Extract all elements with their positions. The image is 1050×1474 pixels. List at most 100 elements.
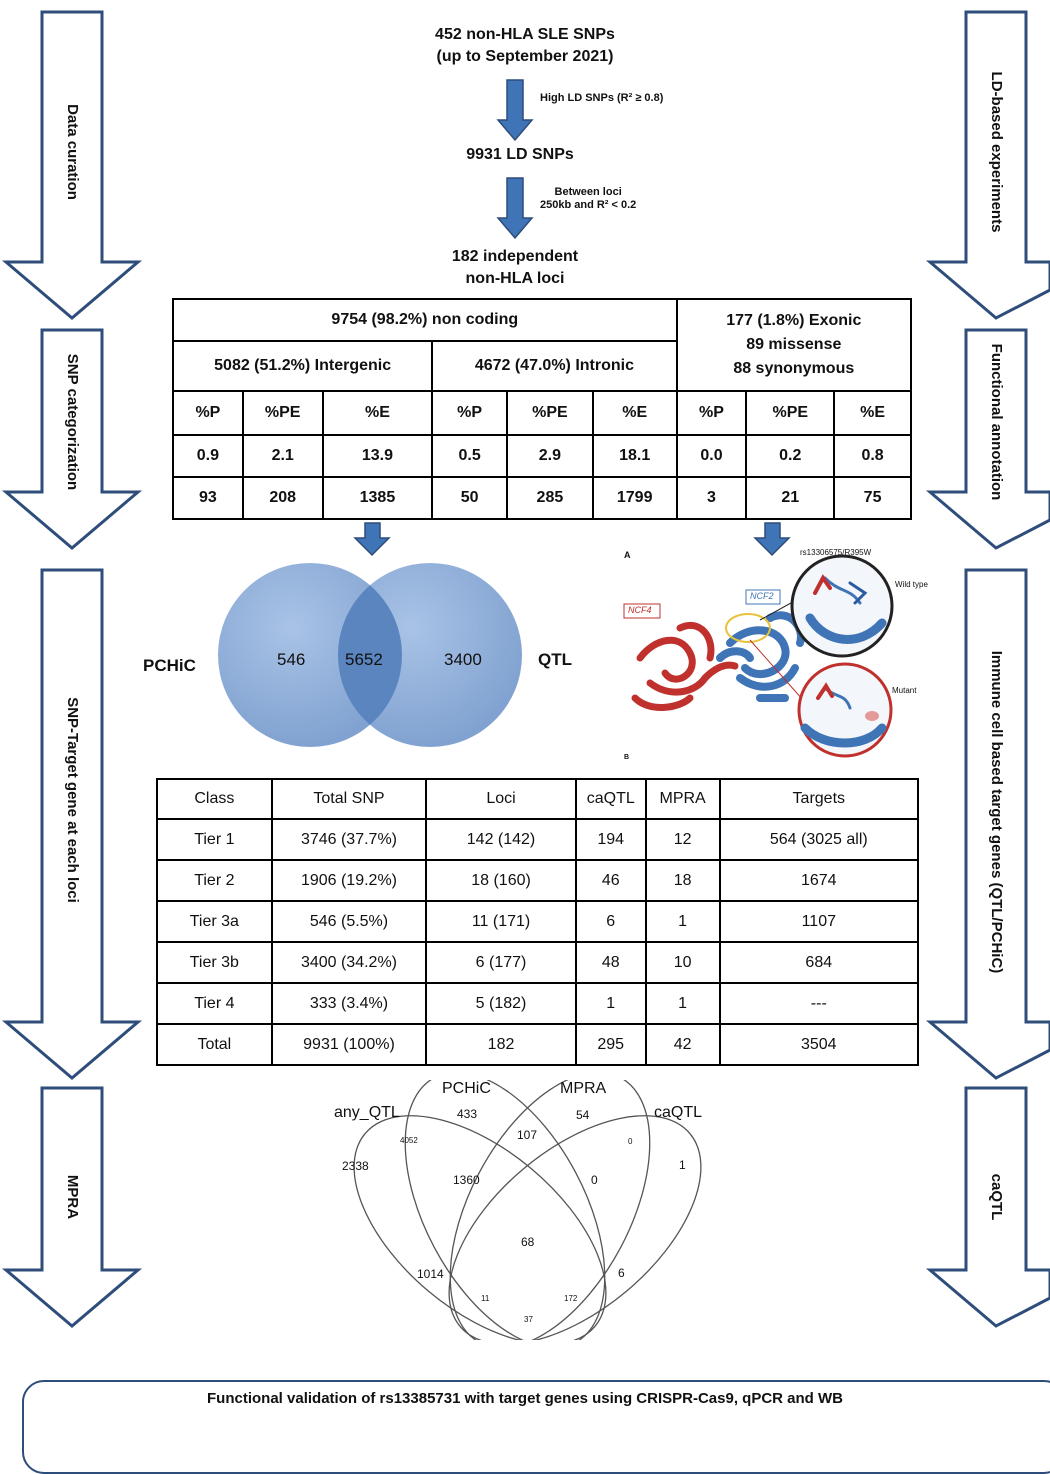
venn2-pchic-ellipse	[404, 1080, 606, 1340]
tier-cell: 3400 (34.2%)	[270, 941, 428, 984]
tier-cell: 1906 (19.2%)	[270, 859, 428, 902]
venn2-value: 68	[521, 1235, 535, 1249]
table1-col-header: %PE	[506, 390, 594, 436]
tier-cell: Tier 1	[156, 818, 273, 861]
venn2-value: 1014	[417, 1267, 444, 1281]
pchic-qtl-venn	[218, 563, 522, 747]
tier-cell: 46	[574, 859, 647, 902]
venn2-value: 433	[457, 1107, 478, 1121]
noncoding-header: 9754 (98.2%) non coding	[172, 298, 678, 342]
panel-a-label: A	[624, 550, 631, 560]
tier-col-header: Class	[156, 778, 273, 820]
table-row: Tier 1 3746 (37.7%) 142 (142) 194 12 564…	[156, 818, 920, 861]
snp-category-table: 9754 (98.2%) non coding 177 (1.8%) Exoni…	[171, 298, 913, 520]
table1-cell: 2.1	[241, 434, 324, 478]
table1-cell: 0.5	[431, 434, 509, 478]
tier-cell: 11 (171)	[425, 900, 577, 943]
flow-arrow-1	[496, 79, 534, 142]
tier-cell: 48	[574, 941, 647, 984]
intronic-header: 4672 (47.0%) Intronic	[431, 340, 678, 392]
tier-col-header: Targets	[718, 778, 920, 820]
tier-table-header: Class Total SNP Loci caQTL MPRA Targets	[156, 778, 920, 820]
table1-cell: 2.9	[506, 434, 594, 478]
tier-cell: 1	[574, 982, 647, 1025]
ncf2-label: NCF2	[750, 591, 774, 601]
right-arrow-4	[925, 1086, 1050, 1328]
table-row: Tier 4 333 (3.4%) 5 (182) 1 1 ---	[156, 982, 920, 1025]
tier-cell: ---	[718, 982, 920, 1025]
side-label-snp-target-gene: SNP-Target gene at each loci	[64, 697, 81, 903]
venn1-right-only: 3400	[444, 650, 482, 669]
wild-type-label: Wild type	[895, 580, 928, 589]
table1-cell: 93	[172, 476, 244, 520]
exonic-header: 177 (1.8%) Exonic 89 missense 88 synonym…	[675, 298, 913, 392]
arrow2-note-line2: 250kb and R² < 0.2	[540, 199, 637, 211]
mutant-label: Mutant	[892, 686, 917, 695]
table1-cell: 285	[506, 476, 594, 520]
venn2-value: 1360	[453, 1173, 480, 1187]
tier-cell: 546 (5.5%)	[270, 900, 428, 943]
side-label-immune-target-genes: Immune cell based target genes (QTL/PCHi…	[988, 650, 1005, 974]
table-row: Tier 3a 546 (5.5%) 11 (171) 6 1 1107	[156, 900, 920, 943]
venn2-value: 0	[591, 1173, 598, 1187]
venn2-value: 172	[564, 1294, 578, 1303]
tier-cell: 3504	[718, 1023, 920, 1066]
tier-cell: 142 (142)	[425, 818, 577, 861]
table1-cell: 75	[833, 476, 912, 520]
step1-title: 452 non-HLA SLE SNPs (up to September 20…	[390, 24, 660, 68]
intergenic-header: 5082 (51.2%) Intergenic	[171, 340, 434, 392]
table1-cell: 0.9	[172, 434, 244, 478]
venn2-label-any-qtl: any_QTL	[334, 1104, 400, 1121]
exonic-line2: 89 missense	[746, 336, 842, 353]
table1-col-header: %E	[321, 390, 434, 436]
table1-cell: 0.8	[833, 434, 912, 478]
table1-header-row: %P %PE %E %P %PE %E %P %PE %E	[172, 390, 912, 436]
venn2-value: 1	[679, 1158, 686, 1172]
tier-cell: 684	[718, 941, 920, 984]
table1-col-header: %P	[675, 390, 748, 436]
venn2-value: 0	[628, 1137, 633, 1146]
table1-col-header: %P	[172, 390, 244, 436]
left-arrow-4	[1, 1086, 143, 1328]
variant-label: rs13306575/R395W	[800, 548, 872, 557]
exonic-line1: 177 (1.8%) Exonic	[726, 312, 862, 329]
table1-cell: 13.9	[321, 434, 434, 478]
side-arrows-layer	[1, 10, 1050, 1328]
venn2-value: 4052	[400, 1136, 418, 1145]
venn1-left-only: 546	[277, 650, 306, 669]
tier-cell: 6 (177)	[425, 941, 577, 984]
table-row: Tier 2 1906 (19.2%) 18 (160) 46 18 1674	[156, 859, 920, 902]
table1-cell: 1385	[321, 476, 434, 520]
venn2-value: 54	[576, 1108, 590, 1122]
table1-col-header: %P	[431, 390, 509, 436]
table1-col-header: %E	[591, 390, 678, 436]
tier-cell: 5 (182)	[425, 982, 577, 1025]
tier-cell: 1	[644, 982, 721, 1025]
venn2-value: 11	[481, 1294, 490, 1303]
tier-col-header: caQTL	[574, 778, 647, 820]
table1-col-header: %E	[833, 390, 912, 436]
tier-cell: Tier 3b	[156, 941, 273, 984]
tier-cell: 564 (3025 all)	[718, 818, 920, 861]
venn2-label-mpra: MPRA	[560, 1080, 607, 1097]
protein-structure-figure: A B rs13306575/R395W NCF4 NCF2 Wild type…	[620, 548, 940, 761]
table1-count-row: 93 208 1385 50 285 1799 3 21 75	[172, 476, 912, 520]
step1-line2: (up to September 2021)	[436, 48, 614, 65]
side-label-data-curation: Data curation	[64, 104, 81, 200]
tier-cell: Tier 4	[156, 982, 273, 1025]
table1-cell: 0.2	[745, 434, 836, 478]
tier-col-header: Total SNP	[270, 778, 428, 820]
venn2-mpra-ellipse	[449, 1080, 651, 1340]
tier-cell: 9931 (100%)	[270, 1023, 428, 1066]
venn2-label-caqtl: caQTL	[654, 1104, 703, 1121]
table1-cell: 18.1	[591, 434, 678, 478]
tier-cell: 194	[574, 818, 647, 861]
tier-cell: 1107	[718, 900, 920, 943]
panel-b-label: B	[624, 754, 630, 761]
venn2-value: 6	[618, 1266, 625, 1280]
tier-col-header: Loci	[425, 778, 577, 820]
side-label-functional-annotation: Functional annotation	[988, 343, 1005, 501]
table-row: Tier 3b 3400 (34.2%) 6 (177) 48 10 684	[156, 941, 920, 984]
left-arrow-1	[1, 10, 143, 320]
table1-cell: 3	[675, 476, 748, 520]
